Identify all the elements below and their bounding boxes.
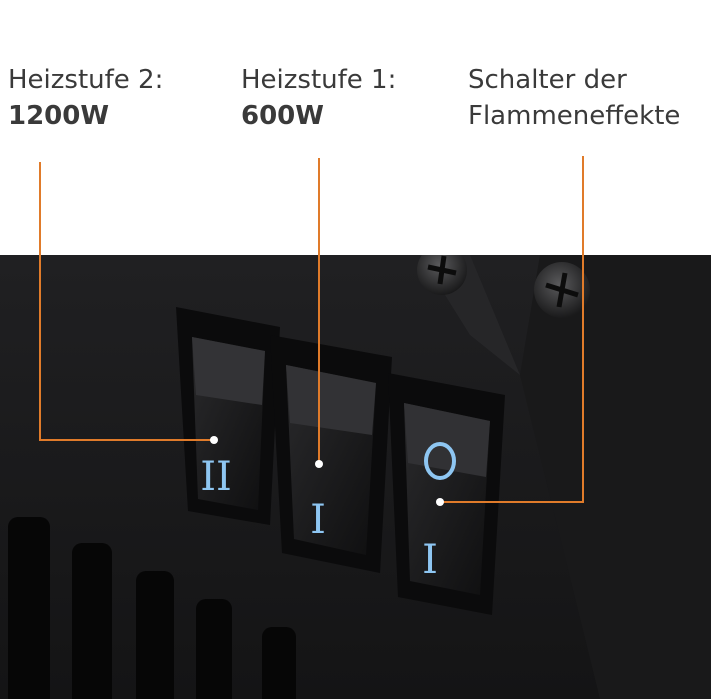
label-heizstufe-1: Heizstufe 1: 600W bbox=[241, 62, 396, 134]
vent-slots bbox=[8, 517, 296, 699]
vent-slot bbox=[8, 517, 50, 699]
label-heizstufe-1-power: 600W bbox=[241, 101, 324, 131]
heater-switch-panel-photo: II I I bbox=[0, 255, 711, 699]
vent-slot bbox=[72, 543, 112, 699]
vent-slot bbox=[136, 571, 174, 699]
vent-slot bbox=[196, 599, 232, 699]
heater-panel-illustration: II I I bbox=[0, 255, 711, 699]
rocker-switch-heizstufe-1 bbox=[270, 335, 392, 573]
label-heizstufe-2: Heizstufe 2: 1200W bbox=[8, 62, 163, 134]
switch-symbol-i: I bbox=[310, 497, 326, 543]
label-flame-switch-line2: Flammeneffekte bbox=[468, 101, 681, 131]
label-heizstufe-1-title: Heizstufe 1: bbox=[241, 65, 397, 95]
switch-symbol-ii: II bbox=[200, 454, 232, 500]
label-flame-switch-line1: Schalter der bbox=[468, 65, 627, 95]
switch-symbol-i-bottom: I bbox=[422, 537, 438, 583]
label-heizstufe-2-title: Heizstufe 2: bbox=[8, 65, 164, 95]
label-flame-switch: Schalter der Flammeneffekte bbox=[468, 62, 680, 134]
vent-slot bbox=[262, 627, 296, 699]
screw-icon bbox=[534, 262, 590, 318]
label-heizstufe-2-power: 1200W bbox=[8, 101, 110, 131]
rocker-switch-flame-effect bbox=[388, 373, 505, 615]
